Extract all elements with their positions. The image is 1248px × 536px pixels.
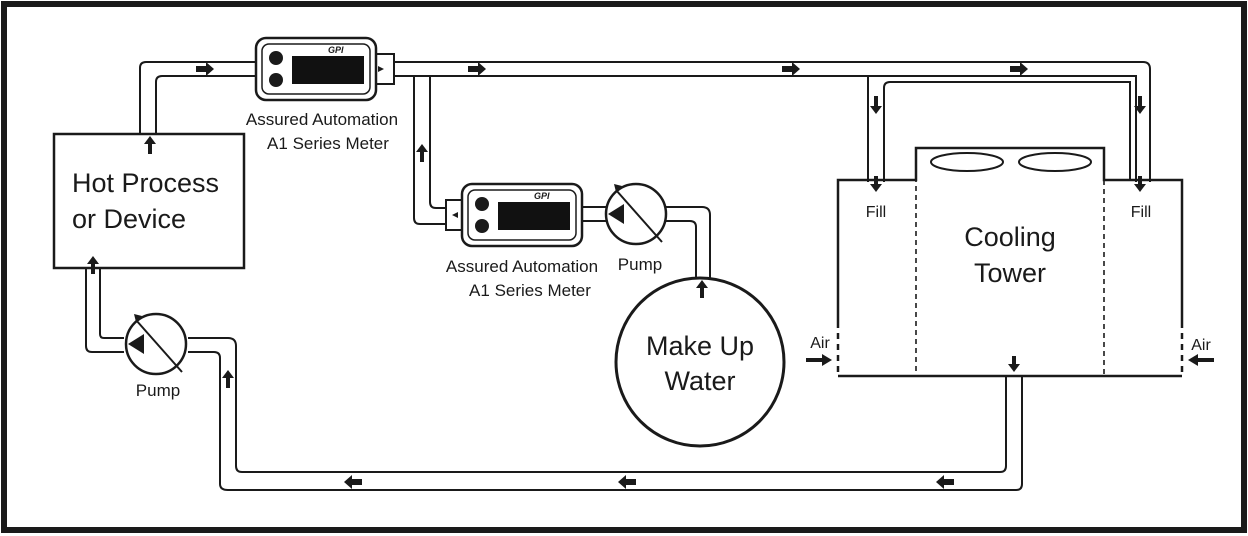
- flow-meter-mid: GPI: [445, 182, 584, 248]
- flow-arrow-up-icon: [416, 144, 428, 162]
- pump-left-label: Pump: [136, 381, 180, 400]
- makeup-label-line2: Water: [664, 366, 735, 396]
- pipe-pump-makeup-inner: [666, 220, 697, 282]
- meter-top-brand: GPI: [328, 45, 344, 55]
- flow-arrow-left-icon: [344, 475, 362, 489]
- pipe-branch-inner: [429, 76, 446, 209]
- air-arrow-left-icon: [1188, 354, 1214, 366]
- tower-label-line1: Cooling: [964, 222, 1056, 252]
- meter-top-button-icon: [269, 73, 283, 87]
- meter-mid-arrow-icon: [452, 212, 458, 218]
- flow-arrow-right-icon: [196, 62, 214, 76]
- pump-mid-icon: [604, 182, 668, 246]
- flow-arrow-right-icon: [468, 62, 486, 76]
- pipe-network: [85, 61, 1151, 491]
- pipe-return-inner: [188, 337, 1007, 473]
- meter-mid-brand: GPI: [534, 191, 550, 201]
- pump-left-icon: [124, 312, 188, 376]
- pipe-pump-process-inner: [99, 268, 124, 339]
- flow-arrow-down-icon: [870, 96, 882, 114]
- meter-mid-label-line1: Assured Automation: [446, 257, 598, 276]
- pipe-meter-pump: [580, 206, 606, 222]
- flow-arrow-down-icon: [870, 176, 882, 192]
- flow-arrow-right-icon: [1010, 62, 1028, 76]
- process-label-line2: or Device: [72, 204, 186, 234]
- cooling-tower: [836, 146, 1184, 378]
- air-left-label: Air: [810, 335, 830, 352]
- pipe-top-header-outer: [392, 61, 1151, 180]
- flow-arrow-left-icon: [936, 475, 954, 489]
- air-right-label: Air: [1191, 337, 1211, 354]
- meter-mid-label-line2: A1 Series Meter: [469, 281, 591, 300]
- pipe-process-out-outer: [139, 61, 258, 134]
- flow-meter-top: GPI: [254, 36, 395, 102]
- flow-arrows: [87, 62, 1214, 489]
- meter-top-label-line1: Assured Automation: [246, 110, 398, 129]
- pipe-pump-makeup-outer: [666, 206, 711, 284]
- fan-right-icon: [1018, 152, 1092, 172]
- tower-inlet-pipes: [867, 160, 1151, 182]
- meter-top-display: [292, 56, 364, 84]
- flow-arrow-down-icon: [1008, 356, 1020, 372]
- pipe-branch-outer: [413, 76, 446, 225]
- pump-mid-label: Pump: [618, 255, 662, 274]
- meter-top-bezel: [261, 43, 371, 95]
- flow-arrow-left-icon: [618, 475, 636, 489]
- process-label-line1: Hot Process: [72, 168, 219, 198]
- flow-arrow-down-icon: [1134, 96, 1146, 114]
- meter-top-arrow-icon: [378, 66, 384, 72]
- meter-top-button-icon: [269, 51, 283, 65]
- meter-top-label-line2: A1 Series Meter: [267, 134, 389, 153]
- fan-left-icon: [930, 152, 1004, 172]
- pipe-process-out-inner: [155, 75, 258, 134]
- meter-mid-display: [498, 202, 570, 230]
- fill-left-label: Fill: [866, 204, 886, 221]
- flow-arrow-up-icon: [222, 370, 234, 388]
- meter-mid-button-icon: [475, 219, 489, 233]
- meter-mid-button-icon: [475, 197, 489, 211]
- pipe-fill-loop-inner: [883, 81, 1131, 180]
- air-arrow-right-icon: [806, 354, 832, 366]
- flow-arrow-down-icon: [1134, 176, 1146, 192]
- flow-arrow-up-icon: [144, 136, 156, 154]
- meter-mid-bezel: [467, 189, 577, 241]
- fill-right-label: Fill: [1131, 204, 1151, 221]
- tower-label-line2: Tower: [974, 258, 1046, 288]
- hot-process-box: [52, 132, 246, 270]
- pipe-return-outer: [188, 351, 1023, 491]
- makeup-water-tank: [614, 276, 786, 448]
- flow-arrow-right-icon: [782, 62, 800, 76]
- pipe-pump-process-outer: [85, 268, 124, 353]
- flow-arrow-up-icon: [87, 256, 99, 274]
- flow-arrow-up-icon: [696, 280, 708, 298]
- pipe-top-header-inner: [392, 75, 1137, 180]
- makeup-label-line1: Make Up: [646, 331, 754, 361]
